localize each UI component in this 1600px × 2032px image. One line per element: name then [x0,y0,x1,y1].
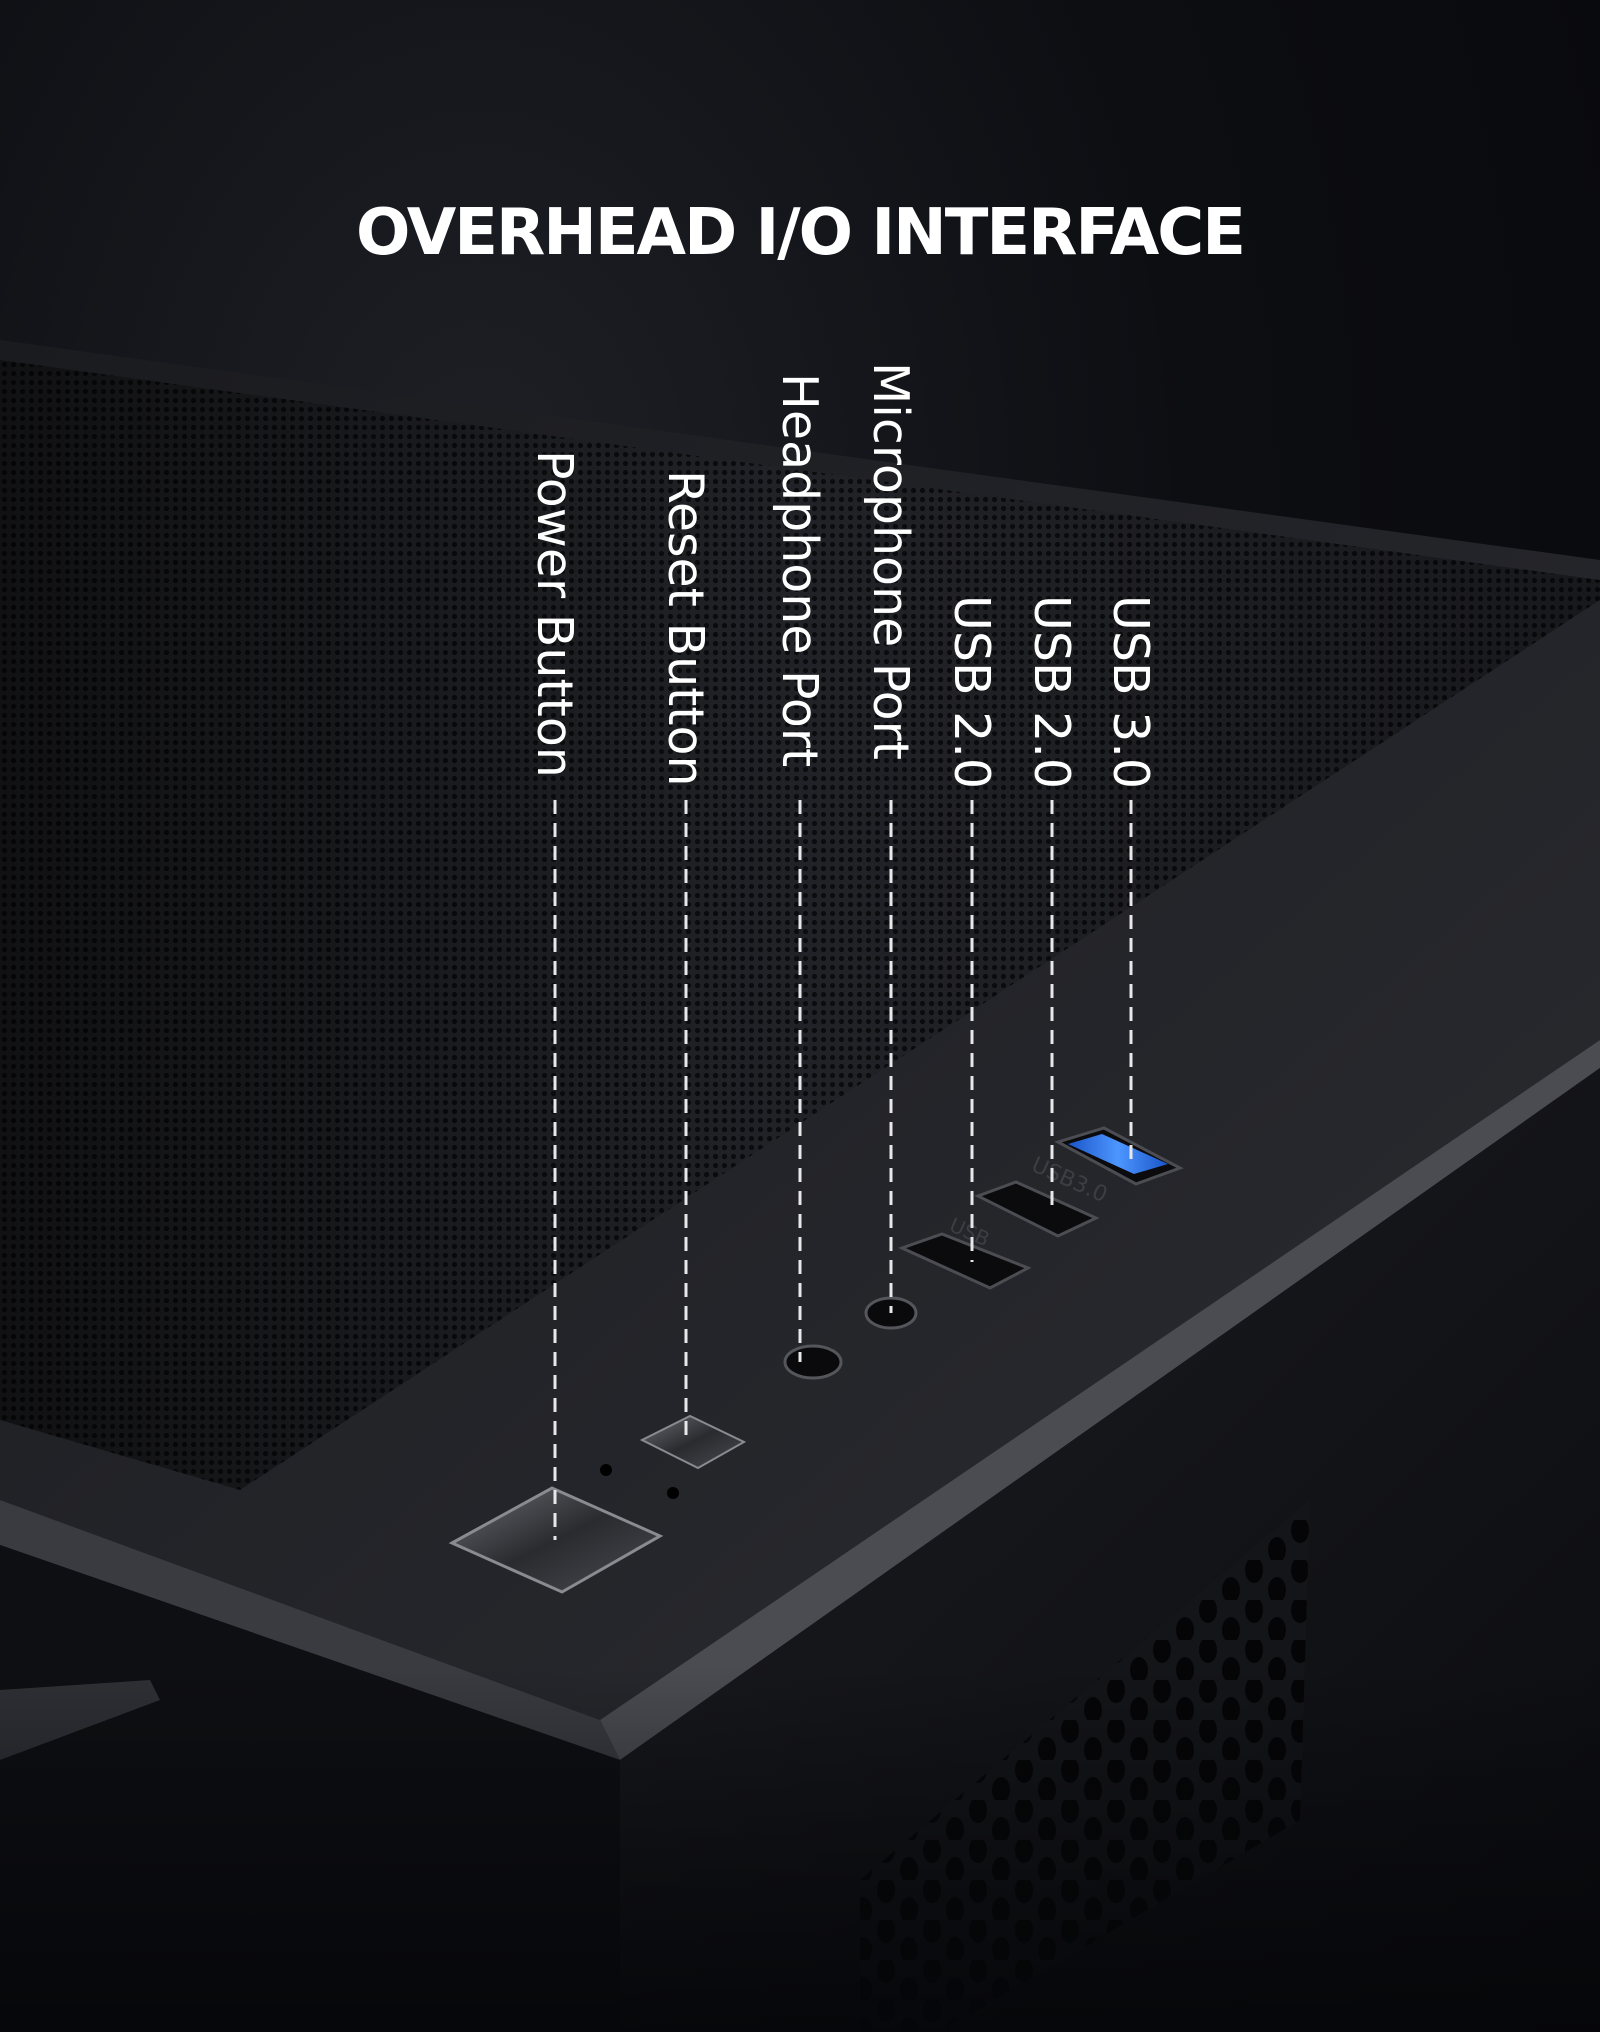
led-indicator [667,1487,679,1499]
callout-label-microphone: Microphone Port [862,362,919,760]
page-title: OVERHEAD I/O INTERFACE [356,196,1246,270]
callout-label-power: Power Button [526,450,583,778]
callout-label-usb2a: USB 2.0 [943,595,1000,790]
callout-label-headphone: Headphone Port [771,373,828,768]
callout-label-usb3: USB 3.0 [1102,595,1159,790]
led-indicator [600,1464,612,1476]
callout-label-reset: Reset Button [657,470,714,787]
callout-label-usb2b: USB 2.0 [1023,595,1080,790]
headphone-jack[interactable] [783,1344,843,1380]
